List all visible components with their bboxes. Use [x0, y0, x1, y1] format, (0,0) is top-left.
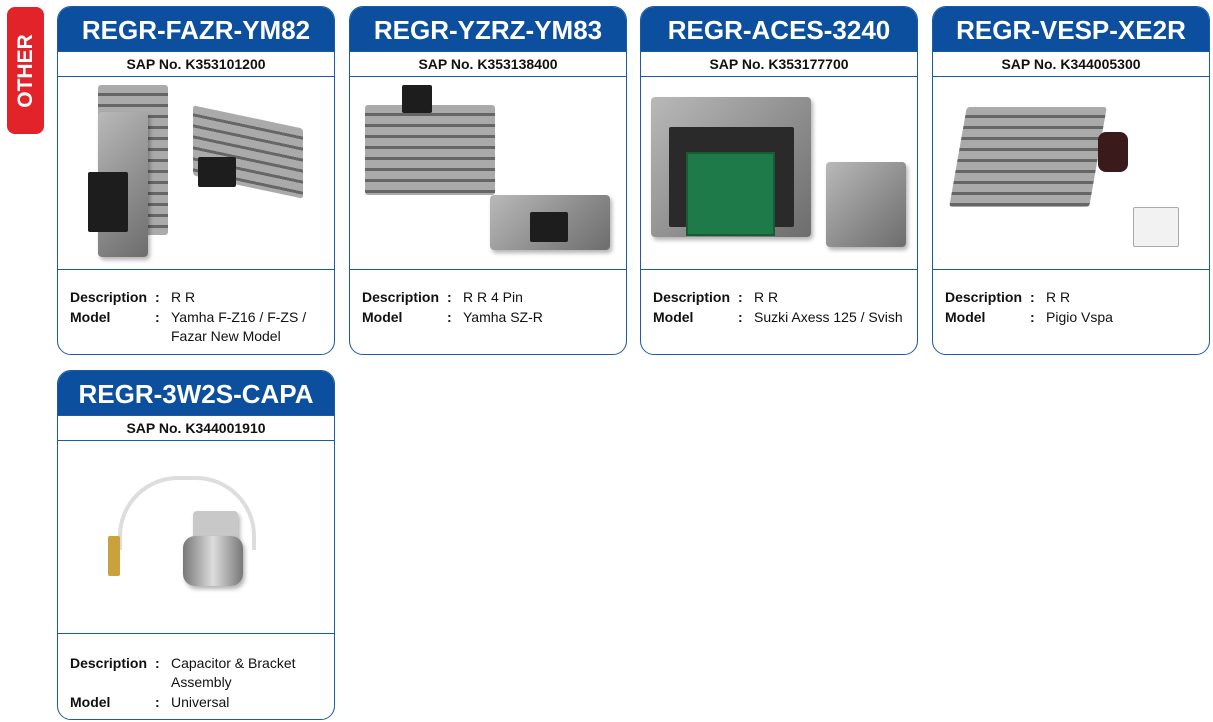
colon: : [155, 694, 160, 710]
description-label: Description [70, 655, 148, 671]
model-value: Universal [171, 694, 230, 710]
product-code: REGR-3W2S-CAPA [58, 371, 334, 416]
colon: : [1030, 289, 1035, 305]
product-image [350, 77, 626, 270]
product-image [58, 77, 334, 270]
product-image [641, 77, 917, 270]
sap-number: SAP No. K353101200 [58, 52, 334, 77]
model-value: Yamha SZ-R [463, 309, 543, 325]
description-value: R R [1046, 289, 1071, 305]
model-value: Suzki Axess 125 / Svish [754, 309, 903, 325]
description-value: R R [171, 289, 196, 305]
model-label: Model [362, 309, 403, 325]
sap-number: SAP No. K344001910 [58, 416, 334, 441]
model-label: Model [653, 309, 694, 325]
description-value: R R [754, 289, 779, 305]
colon: : [155, 655, 160, 671]
description-label: Description [70, 289, 148, 305]
model-label: Model [70, 694, 111, 710]
colon: : [738, 309, 743, 325]
product-code: REGR-VESP-XE2R [933, 7, 1209, 52]
model-value: Yamha F-Z16 / F-ZS / Fazar New Model [171, 309, 307, 344]
description-label: Description [945, 289, 1023, 305]
colon: : [738, 289, 743, 305]
colon: : [155, 289, 160, 305]
product-code: REGR-FAZR-YM82 [58, 7, 334, 52]
product-image [933, 77, 1209, 270]
product-code: REGR-ACES-3240 [641, 7, 917, 52]
product-card: REGR-YZRZ-YM83 SAP No. K353138400 Descri… [349, 6, 627, 355]
colon: : [447, 289, 452, 305]
sap-number: SAP No. K344005300 [933, 52, 1209, 77]
colon: : [447, 309, 452, 325]
product-card: REGR-VESP-XE2R SAP No. K344005300 Descri… [932, 6, 1210, 355]
model-label: Model [945, 309, 986, 325]
colon: : [155, 309, 160, 325]
sap-number: SAP No. K353177700 [641, 52, 917, 77]
product-card: REGR-ACES-3240 SAP No. K353177700 Descri… [640, 6, 918, 355]
colon: : [1030, 309, 1035, 325]
section-tab-other: OTHER [7, 7, 44, 134]
model-label: Model [70, 309, 111, 325]
description-label: Description [362, 289, 440, 305]
description-value: R R 4 Pin [463, 289, 523, 305]
description-label: Description [653, 289, 731, 305]
product-card: REGR-3W2S-CAPA SAP No. K344001910 Descri… [57, 370, 335, 720]
sap-number: SAP No. K353138400 [350, 52, 626, 77]
product-card: REGR-FAZR-YM82 SAP No. K353101200 Descri… [57, 6, 335, 355]
model-value: Pigio Vspa [1046, 309, 1113, 325]
description-value: Capacitor & Bracket Assembly [171, 655, 296, 690]
product-image [58, 441, 334, 634]
section-tab-label: OTHER [13, 33, 37, 108]
product-code: REGR-YZRZ-YM83 [350, 7, 626, 52]
